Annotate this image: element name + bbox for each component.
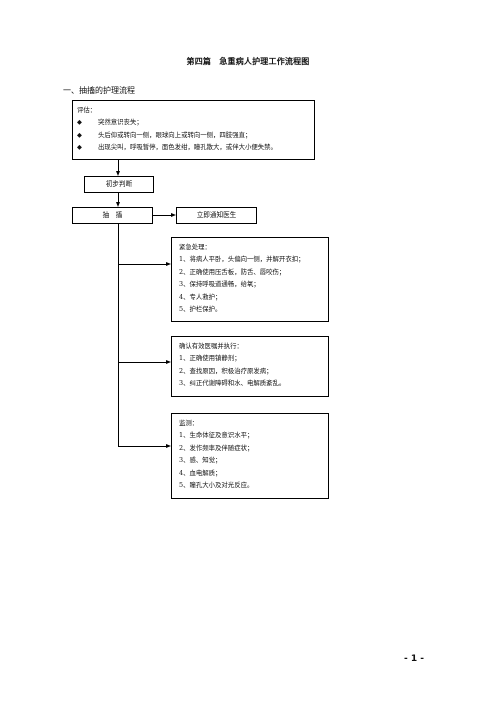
- emergency-box: 紧急处理： 1、将病人平卧，头偏向一侧，并解开衣扣； 2、正确使用压舌板，防舌、…: [171, 237, 329, 322]
- arrow-right-icon: [171, 213, 176, 217]
- arrow-right-icon: [166, 360, 171, 364]
- assessment-label: 评估：: [77, 106, 97, 114]
- emergency-item: 4、专人救护；: [179, 292, 222, 301]
- connector-line: [118, 193, 119, 202]
- orders-label: 确认有效医嘱并执行：: [179, 342, 243, 350]
- monitoring-item: 2、发作频率及伴随症状；: [179, 443, 254, 452]
- assessment-item: ◆出现尖叫，呼吸暂停，面色发绀，瞳孔散大，或伴大小便失禁。: [77, 141, 314, 153]
- emergency-item: 5、护栏保护。: [179, 305, 222, 314]
- monitoring-box: 监测： 1、生命体征及意识水平； 2、发作频率及伴随症状； 3、感、知觉； 4、…: [171, 413, 329, 499]
- emergency-item: 2、正确使用压舌板，防舌、唇咬伤；: [179, 267, 286, 276]
- trunk-line: [118, 224, 119, 447]
- page-title: 第四篇 急重病人护理工作流程图: [186, 57, 310, 66]
- orders-item: 3、纠正代谢障碍和水、电解质紊乱。: [179, 379, 286, 388]
- arrow-down-icon: [116, 202, 120, 207]
- monitoring-item: 4、血电解质；: [179, 468, 222, 477]
- monitoring-item: 3、感、知觉；: [179, 456, 222, 465]
- monitoring-label: 监测：: [179, 419, 199, 427]
- page-number: - 1 -: [404, 654, 424, 664]
- diamond-bullet-icon: ◆: [77, 143, 82, 152]
- notify-doctor-label: 立即通知医生: [196, 211, 237, 219]
- connector-line: [118, 160, 119, 171]
- monitoring-item: 1、生命体征及意识水平；: [179, 431, 254, 440]
- connector-line: [153, 215, 171, 216]
- section-heading: 一、抽搐的护理流程: [63, 86, 135, 95]
- emergency-label: 紧急处理：: [179, 243, 211, 251]
- seizure-box: 抽 搐: [72, 207, 153, 224]
- assessment-box: 评估： ◆突然意识丧失； ◆头后仰或转向一侧，眼球向上或转向一侧，四肢强直； ◆…: [72, 100, 315, 160]
- emergency-item: 1、将病人平卧，头偏向一侧，并解开衣扣；: [179, 255, 305, 264]
- orders-item: 1、正确使用镇静剂；: [179, 354, 241, 363]
- connector-line: [118, 362, 166, 363]
- arrow-down-icon: [116, 171, 120, 176]
- arrow-right-icon: [166, 262, 171, 266]
- arrow-right-icon: [166, 444, 171, 448]
- orders-box: 确认有效医嘱并执行： 1、正确使用镇静剂； 2、查找原因，积极治疗原发病； 3、…: [171, 336, 329, 397]
- assessment-item: ◆头后仰或转向一侧，眼球向上或转向一侧，四肢强直；: [77, 129, 314, 141]
- emergency-item: 3、保持呼吸道通畅，给氧；: [179, 280, 260, 289]
- diamond-bullet-icon: ◆: [77, 118, 82, 127]
- notify-doctor-box: 立即通知医生: [176, 207, 257, 224]
- orders-item: 2、查找原因，积极治疗原发病；: [179, 366, 273, 375]
- assessment-item: ◆突然意识丧失；: [77, 116, 314, 128]
- diamond-bullet-icon: ◆: [77, 130, 82, 139]
- connector-line: [118, 264, 166, 265]
- connector-line: [118, 446, 166, 447]
- initial-judgment-box: 初步判断: [84, 176, 154, 193]
- seizure-label: 抽 搐: [102, 211, 123, 219]
- monitoring-item: 5、瞳孔大小及对光反应。: [179, 481, 254, 490]
- initial-judgment-label: 初步判断: [105, 180, 133, 188]
